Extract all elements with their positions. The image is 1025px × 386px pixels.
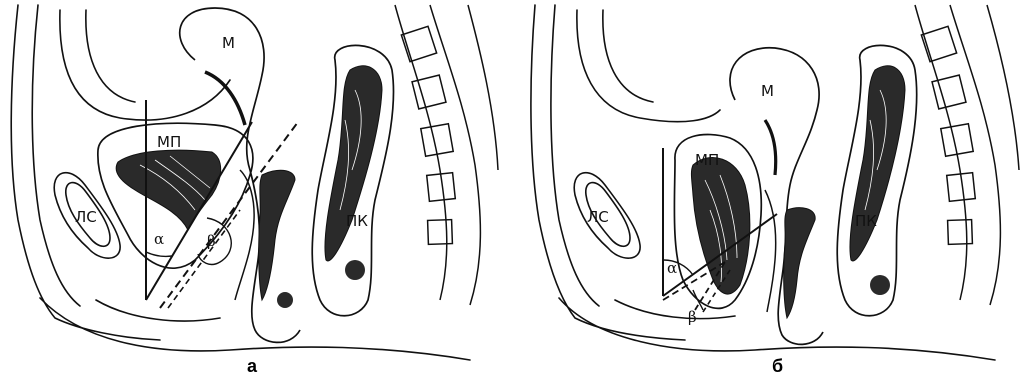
perineum-contour bbox=[96, 300, 220, 321]
alpha-label: α bbox=[154, 230, 164, 248]
bladder-label: МП bbox=[157, 133, 181, 151]
beta-label: β bbox=[688, 308, 697, 326]
anatomy-illustration-a: М МП ЛС ПК α β bbox=[0, 0, 500, 386]
alpha-arc bbox=[146, 252, 172, 256]
rectum-label: ПК bbox=[855, 212, 877, 230]
vagina bbox=[784, 208, 815, 318]
panel-a: М МП ЛС ПК α β bbox=[0, 0, 500, 386]
pubic-symphysis-label: ЛС bbox=[75, 208, 97, 226]
abdominal-wall-inner bbox=[32, 5, 80, 306]
pubic-symphysis-label: ЛС bbox=[587, 208, 609, 226]
beta-label: β bbox=[207, 232, 216, 250]
lower-body-contour bbox=[559, 298, 995, 360]
panel-caption-a: а bbox=[247, 356, 257, 377]
peritoneal-fold-2 bbox=[86, 10, 135, 102]
alpha-label: α bbox=[667, 259, 677, 277]
sacrum bbox=[915, 5, 1019, 305]
peritoneal-fold bbox=[577, 10, 720, 122]
panel-b: М МП ЛС ПК α β bbox=[525, 0, 1025, 386]
beta-dashed-line-2 bbox=[168, 210, 240, 308]
uterus-label: М bbox=[761, 82, 774, 100]
rectum bbox=[837, 45, 916, 315]
anatomy-illustration-b: М МП ЛС ПК α β bbox=[525, 0, 1025, 386]
vagina bbox=[259, 170, 295, 300]
peritoneal-fold-2 bbox=[603, 10, 653, 102]
bladder-label: МП bbox=[695, 151, 719, 169]
panel-caption-b: б bbox=[772, 356, 783, 377]
abdominal-wall-inner bbox=[551, 5, 599, 306]
uterus-label: М bbox=[222, 34, 235, 52]
rectum-label: ПК bbox=[346, 212, 368, 230]
sacrum bbox=[395, 5, 498, 305]
